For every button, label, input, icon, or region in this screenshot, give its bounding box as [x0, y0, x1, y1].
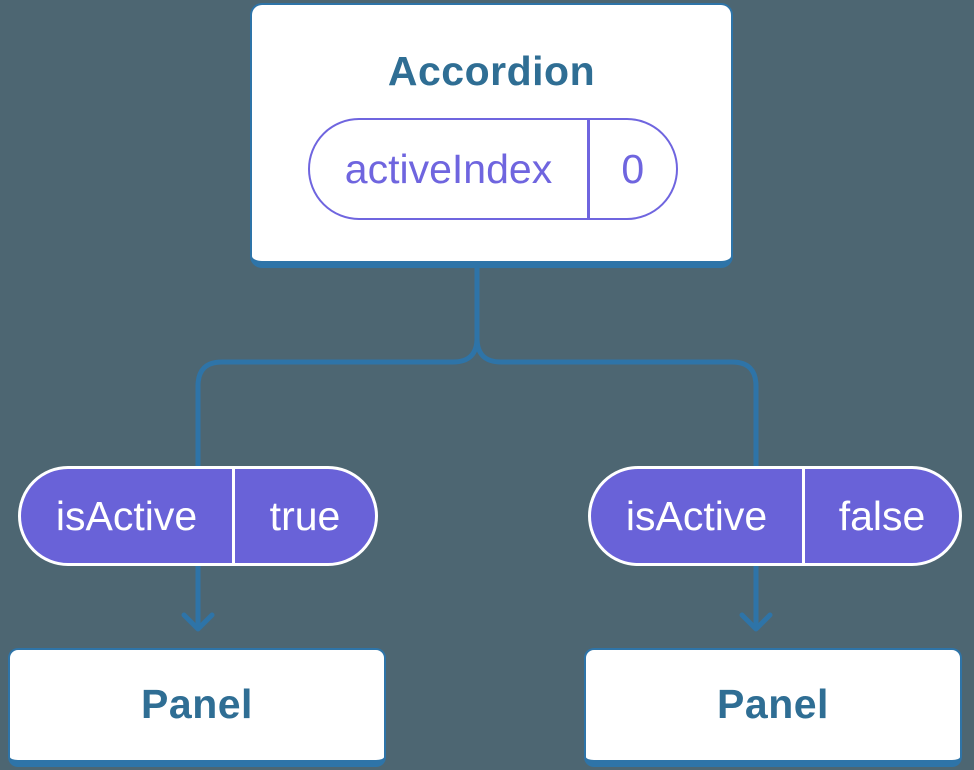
prop-pill-right: isActive false	[588, 466, 962, 566]
state-name: activeIndex	[344, 145, 553, 192]
arrowhead-down-icon	[181, 612, 215, 632]
state-value: 0	[621, 145, 645, 192]
connector-right-branch	[474, 257, 759, 627]
prop-name: isActive	[55, 492, 198, 539]
panel-card-right: Panel	[584, 648, 962, 767]
panel-card-left: Panel	[8, 648, 386, 767]
prop-value: true	[269, 492, 341, 539]
component-title: Accordion	[387, 48, 596, 94]
pill-divider	[802, 469, 805, 563]
state-pill: activeIndex 0	[308, 118, 678, 220]
component-title: Panel	[717, 681, 829, 728]
prop-value: false	[838, 492, 926, 539]
pill-divider	[232, 469, 235, 563]
component-title: Panel	[141, 681, 253, 728]
prop-name: isActive	[625, 492, 768, 539]
pill-divider	[587, 120, 590, 218]
connector-left-branch	[195, 257, 480, 627]
prop-pill-left: isActive true	[18, 466, 378, 566]
arrowhead-down-icon	[739, 612, 773, 632]
